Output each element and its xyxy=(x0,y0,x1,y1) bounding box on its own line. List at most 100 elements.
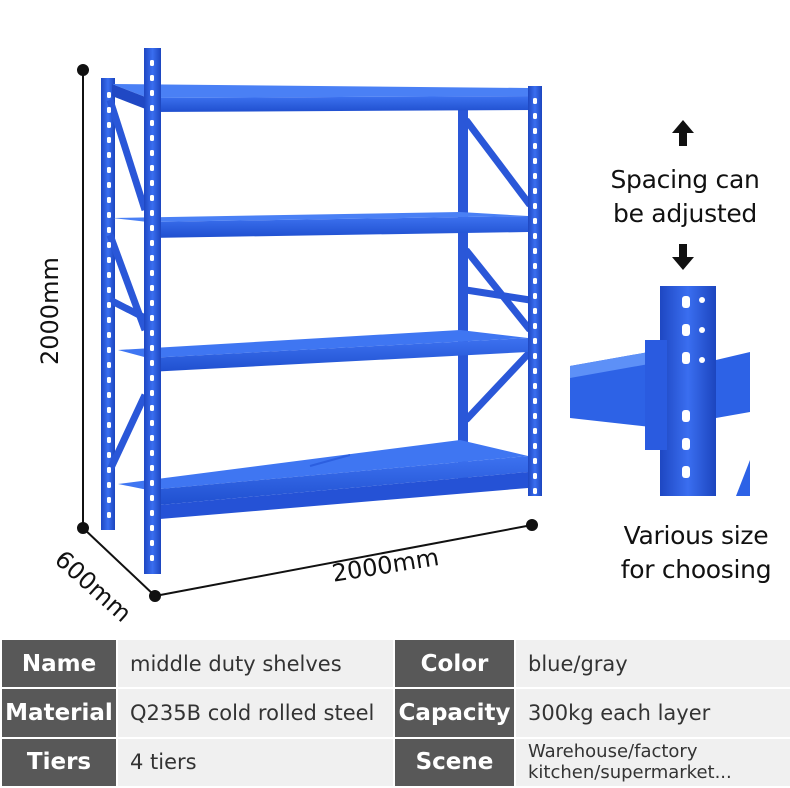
post-hole xyxy=(107,437,111,443)
post-hole xyxy=(533,158,537,164)
spec-row: Tiers 4 tiers Scene Warehouse/factory ki… xyxy=(0,736,790,788)
post-hole xyxy=(150,390,154,396)
post-hole xyxy=(150,135,154,141)
post-hole xyxy=(107,272,111,278)
size-note-line2: for choosing xyxy=(620,555,772,584)
post-hole xyxy=(107,347,111,353)
post-hole xyxy=(150,150,154,156)
post-hole xyxy=(107,92,111,98)
spec-value-capacity: 300kg each layer xyxy=(514,687,790,739)
post-hole xyxy=(150,255,154,261)
height-dimension-label: 2000mm xyxy=(36,257,64,365)
post-hole xyxy=(107,482,111,488)
size-note: Various size for choosing xyxy=(592,519,790,587)
detail-closeup xyxy=(570,282,750,498)
product-figure: 2000mm 2000mm 600mm Spacing can be adjus… xyxy=(36,48,790,628)
post-hole xyxy=(150,105,154,111)
post-hole xyxy=(107,407,111,413)
post-hole xyxy=(533,173,537,179)
post-hole xyxy=(150,405,154,411)
spec-row: Material Q235B cold rolled steel Capacit… xyxy=(0,687,790,739)
post-hole xyxy=(533,113,537,119)
post-hole xyxy=(533,233,537,239)
spec-value-material: Q235B cold rolled steel xyxy=(116,687,395,739)
spec-key-tiers: Tiers xyxy=(0,736,118,788)
spec-value-color: blue/gray xyxy=(514,637,790,690)
post-hole xyxy=(150,60,154,66)
post-hole xyxy=(150,375,154,381)
post-hole xyxy=(107,242,111,248)
post-hole xyxy=(107,362,111,368)
post-hole xyxy=(107,287,111,293)
post-hole xyxy=(107,302,111,308)
spec-value-scene-line2: kitchen/supermarket... xyxy=(528,762,732,784)
spec-value-tiers: 4 tiers xyxy=(116,736,395,788)
post-hole xyxy=(150,90,154,96)
post-hole xyxy=(533,413,537,419)
post-hole xyxy=(150,195,154,201)
post-hole xyxy=(533,308,537,314)
post-hole xyxy=(150,450,154,456)
post-holes xyxy=(107,60,537,561)
post-hole xyxy=(150,300,154,306)
post-hole xyxy=(533,398,537,404)
post-hole xyxy=(533,293,537,299)
post-hole xyxy=(150,270,154,276)
spec-value-scene-line1: Warehouse/factory xyxy=(528,741,698,763)
post-hole xyxy=(150,525,154,531)
post-hole xyxy=(533,353,537,359)
post-hole xyxy=(150,240,154,246)
post-hole xyxy=(533,218,537,224)
post-hole xyxy=(533,203,537,209)
post-hole xyxy=(533,128,537,134)
post-hole xyxy=(107,512,111,518)
post-hole xyxy=(533,263,537,269)
spec-key-color: Color xyxy=(393,637,516,690)
post-hole xyxy=(533,188,537,194)
front-posts xyxy=(144,48,542,574)
post-hole xyxy=(150,330,154,336)
post-hole xyxy=(150,480,154,486)
post-hole xyxy=(107,467,111,473)
arrow-down-icon xyxy=(672,244,694,270)
post-hole xyxy=(107,392,111,398)
post-hole xyxy=(107,152,111,158)
post-hole xyxy=(107,122,111,128)
spec-table: Name middle duty shelves Color blue/gray… xyxy=(0,637,790,788)
spec-key-name: Name xyxy=(0,637,118,690)
post-hole xyxy=(107,317,111,323)
post-hole xyxy=(107,377,111,383)
arrow-up-icon xyxy=(672,120,694,146)
post-hole xyxy=(533,143,537,149)
post-hole xyxy=(533,443,537,449)
post-hole xyxy=(533,488,537,494)
shelf-top xyxy=(112,84,540,112)
spec-value-name: middle duty shelves xyxy=(116,637,395,690)
post-hole xyxy=(533,473,537,479)
post-hole xyxy=(533,458,537,464)
post-hole xyxy=(533,338,537,344)
post-hole xyxy=(533,248,537,254)
shelf-2 xyxy=(112,212,528,238)
post-hole xyxy=(150,75,154,81)
size-note-line1: Various size xyxy=(623,521,769,550)
spacing-note-line1: Spacing can xyxy=(610,165,760,194)
post-hole xyxy=(150,165,154,171)
spec-key-material: Material xyxy=(0,687,118,739)
post-hole xyxy=(533,98,537,104)
post-hole xyxy=(150,420,154,426)
post-hole xyxy=(107,137,111,143)
post-hole xyxy=(533,323,537,329)
shelf-bottom xyxy=(118,440,528,520)
post-hole xyxy=(107,107,111,113)
post-hole xyxy=(107,332,111,338)
shelf-illustration xyxy=(77,48,750,602)
post-hole xyxy=(150,315,154,321)
post-hole xyxy=(107,197,111,203)
post-hole xyxy=(533,368,537,374)
post-hole xyxy=(107,182,111,188)
spacing-note: Spacing can be adjusted xyxy=(590,163,780,231)
spacing-note-line2: be adjusted xyxy=(613,199,757,228)
post-hole xyxy=(150,285,154,291)
post-hole xyxy=(150,510,154,516)
